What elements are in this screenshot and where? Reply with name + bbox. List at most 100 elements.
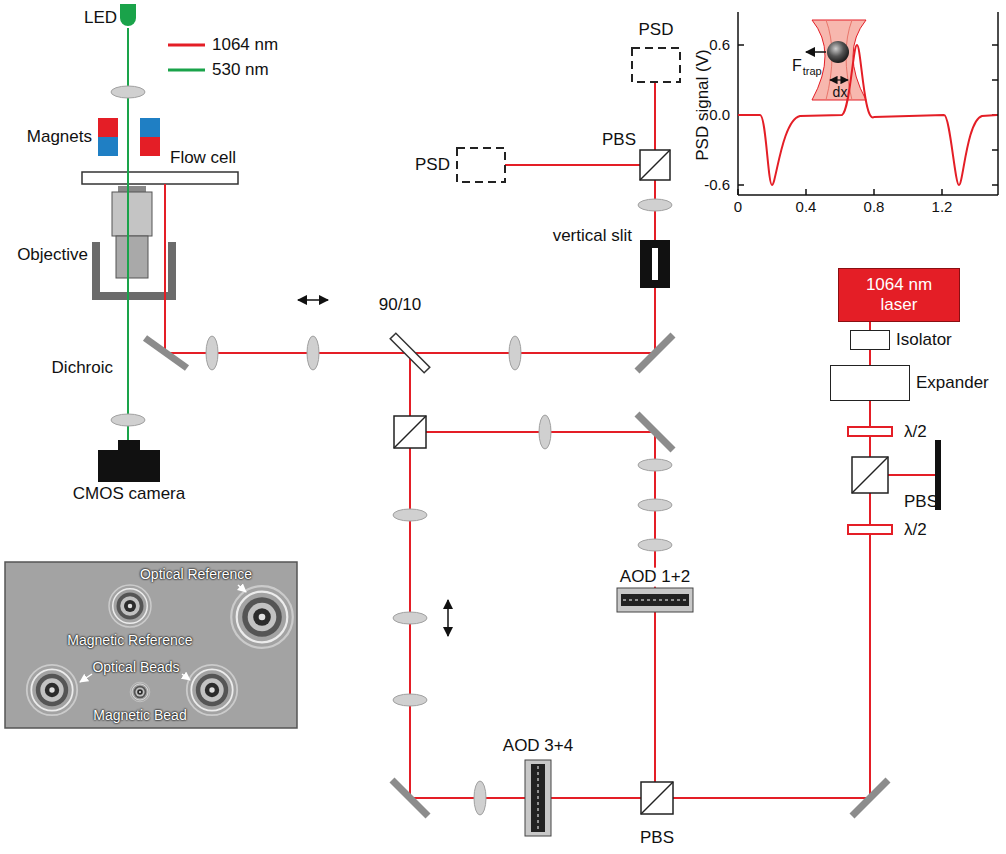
laser-beam [505, 164, 655, 166]
signal-plot [738, 44, 744, 46]
camera-image [231, 586, 293, 648]
lens [393, 509, 427, 521]
objective [116, 236, 148, 278]
psd-detector [457, 148, 505, 182]
aod-crystal [621, 594, 689, 606]
part-label: Objective [17, 246, 88, 265]
pbs-cube [852, 457, 888, 493]
tick-label: 0 [734, 199, 742, 216]
axis-title: PSD signal (V) [694, 49, 713, 160]
lens [206, 336, 218, 370]
pbs-cube [852, 457, 888, 493]
legend-lines [168, 45, 205, 70]
image-label: Magnetic Reference [67, 633, 192, 648]
part-label: AOD 3+4 [503, 737, 573, 756]
signal-plot [738, 184, 744, 186]
camera-image [130, 682, 150, 702]
laser-beam [654, 432, 656, 798]
translation-arrow [298, 299, 328, 301]
camera-image [5, 562, 297, 728]
lens [393, 612, 427, 624]
signal-plot [827, 41, 849, 63]
signal-plot [826, 20, 852, 100]
beam-connector [869, 350, 871, 365]
camera-body [98, 440, 160, 482]
tick-label: -0.6 [704, 177, 730, 194]
part-label: λ/2 [904, 423, 927, 442]
camera-image [27, 665, 77, 715]
psd-detector [632, 48, 680, 82]
camera-image [5, 562, 297, 728]
legend-text: 530 nm [212, 61, 269, 80]
slit [640, 240, 670, 288]
part-label: vertical slit [553, 227, 632, 246]
tick-label: 0.4 [796, 199, 817, 216]
part-label: PSD [415, 156, 450, 175]
signal-plot [737, 189, 739, 195]
mirror [637, 335, 673, 371]
lens [307, 336, 319, 370]
lens [111, 86, 145, 98]
signal-plot [941, 189, 943, 195]
signal-plot [992, 79, 998, 81]
magnet [140, 118, 160, 137]
half-wave-plate [848, 427, 892, 534]
signal-plot [992, 149, 998, 151]
translation-arrow [298, 300, 448, 636]
tick-label: 1.2 [932, 199, 953, 216]
pbs-cube [640, 150, 670, 180]
pbs-cube [394, 150, 888, 814]
part-label: Flow cell [170, 149, 236, 168]
part-label: Dichroic [52, 359, 113, 378]
tick-label: 0.6 [709, 37, 730, 54]
beam-splitter-plate [390, 333, 430, 373]
lens [474, 781, 486, 815]
lens [111, 414, 145, 426]
signal-plot [738, 194, 998, 196]
signal-plot [806, 51, 826, 53]
beam-splitter-plate [390, 333, 430, 373]
lens [638, 499, 672, 511]
beam-connector [869, 322, 871, 330]
camera-image [80, 674, 92, 682]
image-label: Optical Reference [140, 567, 252, 582]
signal-plot [738, 12, 998, 195]
half-wave-plate [848, 525, 892, 534]
displacement-label: dx [833, 85, 848, 100]
tick-label: 0.0 [709, 107, 730, 124]
part-label: CMOS camera [73, 485, 185, 504]
lens [638, 199, 672, 211]
camera-image [238, 585, 246, 592]
slit [652, 248, 658, 280]
pbs-cube [641, 782, 673, 814]
magnet [98, 137, 118, 156]
legend-lines [168, 69, 205, 72]
signal-plot [812, 20, 866, 100]
objective [92, 242, 176, 300]
signal-plot [992, 184, 998, 186]
pbs-cube [394, 416, 426, 448]
part-label: 90/10 [379, 296, 422, 315]
mirror [145, 338, 187, 368]
aod-crystal [525, 588, 693, 836]
part-label: PBS [602, 131, 636, 150]
flow-cell [82, 172, 238, 184]
part-label: PBS [904, 493, 938, 512]
laser-beam [164, 184, 166, 353]
laser-beam [654, 82, 656, 353]
laser-beam [888, 474, 935, 476]
expander-box: Expander [830, 365, 910, 401]
tick-label: 0.8 [864, 199, 885, 216]
mirror [852, 780, 888, 816]
aod-crystal [617, 588, 693, 612]
signal-plot [738, 45, 998, 195]
pbs-cube [640, 150, 670, 180]
legend-lines [168, 44, 205, 47]
signal-plot [737, 12, 739, 195]
lens [509, 336, 521, 370]
signal-plot [805, 189, 807, 195]
aod-crystal [525, 760, 551, 836]
aod-crystal [623, 600, 687, 601]
